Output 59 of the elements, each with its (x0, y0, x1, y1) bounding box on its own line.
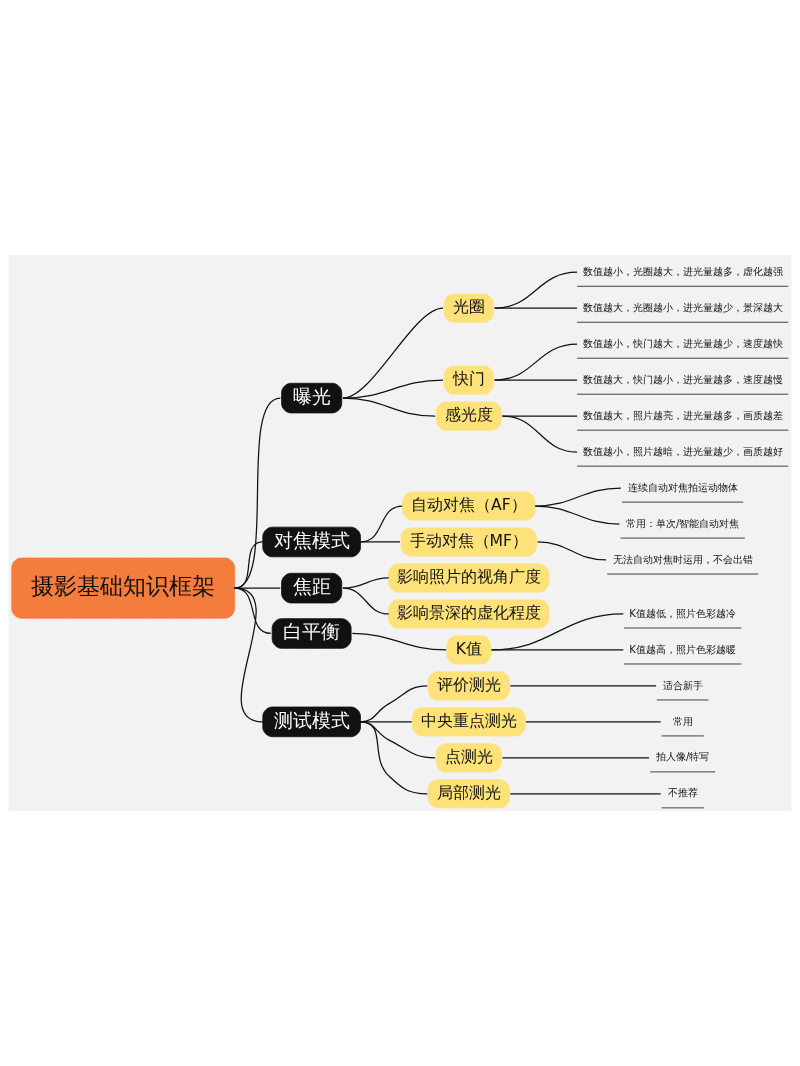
node-box: 快门 (443, 365, 494, 395)
node-text: 数值越大，快门越小，进光量越多，速度越慢 (582, 373, 783, 385)
connector (234, 587, 281, 589)
connector (234, 397, 281, 589)
connector (525, 721, 662, 723)
connector (494, 379, 578, 381)
connector (342, 379, 444, 399)
connector (234, 587, 264, 723)
node-text: 无法自动对焦时运用，不会出错 (612, 553, 753, 565)
node-box: 感光度 (435, 401, 502, 431)
node-box: 测试模式 (262, 706, 361, 738)
node-box: 局部测光 (427, 779, 510, 809)
connector (501, 757, 650, 759)
node-box: K值 (446, 635, 492, 665)
connector (494, 307, 578, 309)
node-text: 数值越小，光圈越大，进光量越多，虚化越强 (582, 265, 783, 277)
connector (359, 721, 428, 795)
node-text: 数值越小，照片越暗，进光量越少，画质越好 (582, 445, 783, 457)
connector (342, 397, 436, 417)
connector (501, 415, 578, 453)
node-box: 焦距 (281, 572, 343, 604)
connector (494, 271, 578, 309)
node-text: K值越高，照片色彩越暖 (629, 643, 737, 655)
connector (509, 685, 657, 687)
connector (342, 587, 390, 615)
node-box: 影响景深的虚化程度 (388, 599, 550, 629)
node-box: 对焦模式 (262, 526, 361, 558)
node-text: 数值越大，光圈越小，进光量越少，景深越大 (582, 301, 783, 313)
connector (342, 577, 390, 589)
node-box: 摄影基础知识框架 (11, 557, 235, 619)
node-text: 数值越小，快门越大，进光量越少，速度越快 (582, 337, 783, 349)
node-text: 常用 (672, 715, 693, 727)
node-box: 光圈 (443, 293, 494, 323)
node-text: 连续自动对焦拍运动物体 (627, 481, 738, 493)
connector (490, 613, 624, 651)
connector (534, 505, 620, 525)
connector (490, 649, 624, 651)
node-box: 白平衡 (271, 618, 352, 649)
connector (509, 793, 662, 795)
node-text: 适合新手 (662, 679, 703, 691)
connector (359, 541, 401, 543)
node-box: 自动对焦（AF） (402, 491, 536, 521)
node-box: 曝光 (281, 382, 343, 414)
node-text: 常用：单次/智能自动对焦 (625, 517, 740, 529)
connector (359, 505, 403, 543)
connector (342, 307, 444, 399)
node-text: 数值越大，照片越亮，进光量越多，画质越差 (582, 409, 783, 421)
node-text: K值越低，照片色彩越冷 (629, 607, 737, 619)
node-box: 中央重点测光 (412, 707, 526, 737)
node-box: 评价测光 (427, 671, 510, 701)
node-text: 拍人像/特写 (655, 751, 710, 763)
node-box: 手动对焦（MF） (400, 527, 537, 557)
node-text: 不推荐 (667, 787, 698, 799)
node-box: 点测光 (435, 743, 502, 773)
connector (537, 541, 607, 561)
node-box: 影响照片的视角广度 (388, 563, 550, 593)
connector (501, 415, 578, 417)
connector (351, 632, 447, 651)
connector (494, 343, 578, 381)
